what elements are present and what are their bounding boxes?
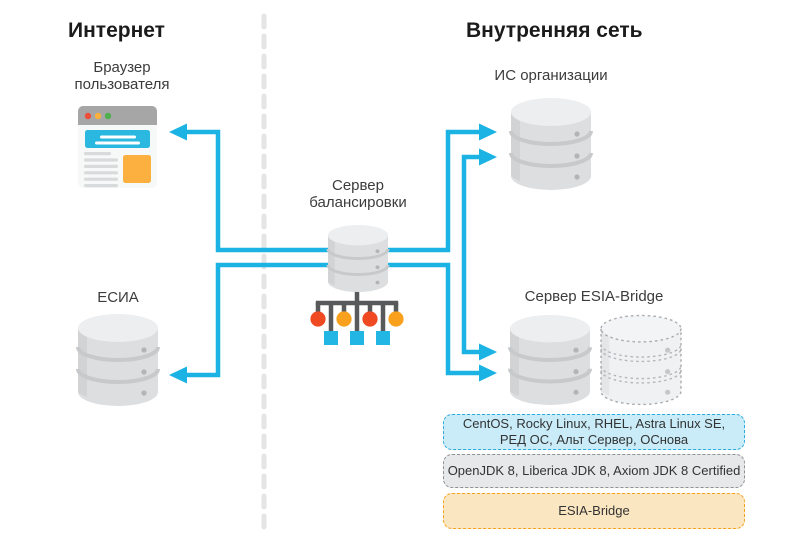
browser-dot-green-icon (104, 112, 112, 120)
section-title-internet: Интернет (68, 19, 165, 42)
database-icon-org-is (509, 96, 593, 192)
browser-dot-red-icon (84, 112, 92, 120)
arrowhead-right-icon (479, 343, 497, 361)
browser-icon (78, 106, 157, 188)
arrowhead-right-icon (479, 364, 497, 382)
esia-bridge-box: ESIA-Bridge (443, 493, 745, 529)
os-list-line1: CentOS, Rocky Linux, RHEL, Astra Linux S… (462, 416, 726, 431)
balancer-node-orange-icon (336, 311, 352, 327)
arrow-org-is-bridge-server (461, 148, 497, 361)
esia-bridge-box-text: ESIA-Bridge (558, 503, 630, 518)
database-icon-esia (76, 312, 160, 408)
arrowhead-left-icon (169, 123, 187, 141)
browser-label: Браузер пользователя (62, 59, 182, 93)
balancer-endpoint-icon (376, 331, 390, 345)
balancer-label: Сервер балансировки (298, 177, 418, 211)
browser-image-placeholder-icon (123, 155, 151, 183)
balancer-node-red-icon (362, 311, 378, 327)
arrowhead-left-icon (169, 366, 187, 384)
browser-label-line1: Браузер (93, 59, 151, 76)
balancer-endpoint-icon (324, 331, 338, 345)
balancer-node-orange-icon (388, 311, 404, 327)
esia-label: ЕСИА (97, 289, 139, 306)
balancer-node-red-icon (310, 311, 326, 327)
browser-dot-orange-icon (94, 112, 102, 120)
jdk-list-box: OpenJDK 8, Liberica JDK 8, Axiom JDK 8 C… (443, 454, 745, 488)
browser-label-line2: пользователя (74, 76, 170, 93)
org-is-label: ИС организации (494, 67, 608, 84)
database-icon-esia-bridge (508, 313, 592, 407)
esia-bridge-label: Сервер ESIA-Bridge (524, 288, 664, 305)
balancer-label-line2: балансировки (309, 194, 407, 211)
os-list-box: CentOS, Rocky Linux, RHEL, Astra Linux S… (443, 414, 745, 450)
jdk-list-text: OpenJDK 8, Liberica JDK 8, Axiom JDK 8 C… (447, 463, 741, 478)
balancer-endpoint-icon (350, 331, 364, 345)
section-title-internal-network: Внутренняя сеть (466, 19, 643, 42)
browser-banner-icon (85, 130, 150, 148)
load-balancer-icon (310, 223, 404, 345)
balancer-label-line1: Сервер (331, 177, 384, 194)
os-list-line2: РЕД ОС, Альт Сервер, ОСнова (499, 432, 689, 447)
load-balancer-tree-icon (315, 288, 399, 333)
database-icon-balancer (326, 223, 390, 294)
arrowhead-right-icon (479, 148, 497, 166)
database-icon-esia-bridge-standby (600, 314, 682, 406)
arrowhead-right-icon (479, 123, 497, 141)
